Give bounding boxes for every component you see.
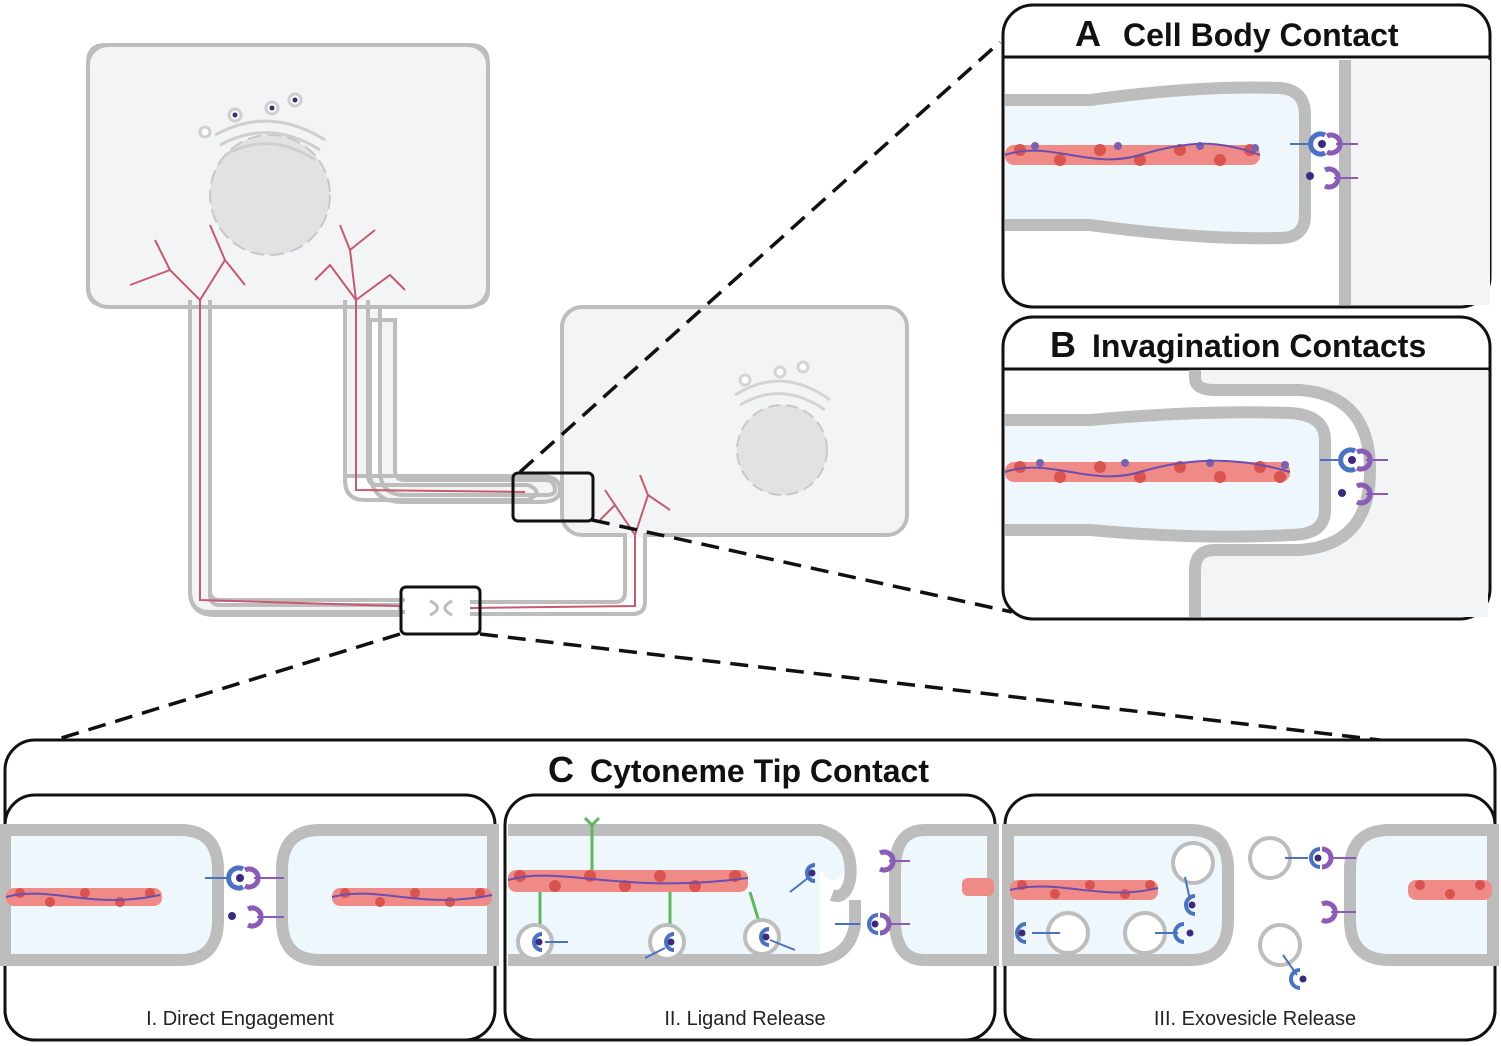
receiving-cell-body — [560, 305, 909, 537]
panel-b-illustration — [1004, 370, 1488, 617]
receptor-ligand-b — [1320, 447, 1388, 506]
subpanel-ligand-release: II. Ligand Release — [503, 793, 999, 1042]
subpanel-exovesicle-release: III. Exovesicle Release — [1002, 793, 1499, 1042]
panel-a-letter: A — [1075, 13, 1101, 54]
nucleus — [209, 134, 331, 256]
panel-c-title: Cytoneme Tip Contact — [590, 753, 929, 789]
caption-direct-engagement: I. Direct Engagement — [146, 1008, 334, 1030]
panel-a-title: Cell Body Contact — [1123, 17, 1399, 53]
panel-c: C Cytoneme Tip Contact I. Direct Engagem… — [0, 738, 1499, 1042]
signaling-cell — [86, 43, 563, 617]
panel-c-letter: C — [548, 749, 574, 790]
receiving-cytoneme — [470, 535, 647, 616]
caption-exovesicle-release: III. Exovesicle Release — [1154, 1008, 1356, 1030]
subpanel-direct-engagement: I. Direct Engagement — [0, 793, 499, 1042]
actin-filament-b — [1004, 459, 1291, 483]
cytoneme-lower — [188, 300, 405, 614]
receiving-golgi — [734, 360, 831, 412]
caption-ligand-release: II. Ligand Release — [664, 1008, 825, 1030]
receiving-nucleus — [736, 404, 828, 496]
actin-branch-left — [129, 224, 401, 607]
zoom-lines — [54, 40, 1381, 742]
panel-a-illustration — [1004, 60, 1490, 305]
panel-b: B Invagination Contacts — [1001, 315, 1492, 621]
zoom-box-upper — [511, 471, 595, 523]
actin-filament-a — [1004, 142, 1261, 166]
panel-a: A Cell Body Contact — [1001, 3, 1492, 309]
receiving-cell — [469, 305, 909, 616]
panel-b-letter: B — [1050, 324, 1076, 365]
cytoneme-upper — [343, 300, 528, 502]
zoom-box-lower — [399, 585, 482, 636]
overview-diagram — [54, 40, 1381, 742]
actin-branch-right — [314, 224, 526, 493]
panel-b-title: Invagination Contacts — [1092, 328, 1426, 364]
receptor-ligand-a — [1290, 131, 1358, 190]
